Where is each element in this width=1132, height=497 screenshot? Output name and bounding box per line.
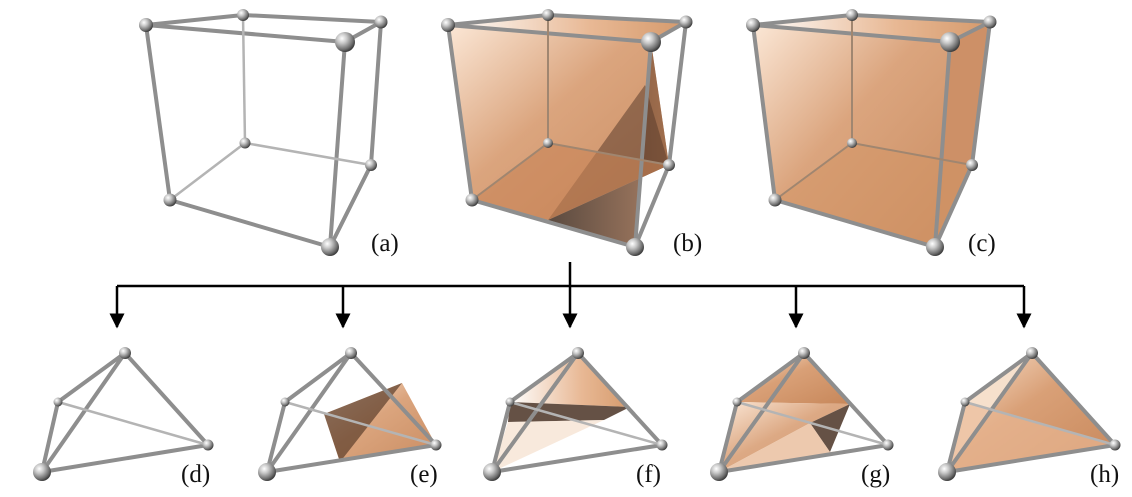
panel-label-b: (b) (673, 230, 703, 257)
panel-c-cube-filled (746, 9, 997, 256)
panel-f-tetra-quad (483, 347, 668, 481)
panel-b-cube-partial (441, 9, 693, 256)
decomposition-arrows (109, 262, 1032, 329)
panel-label-g: (g) (861, 461, 891, 488)
panel-a-cube-wireframe (139, 9, 388, 256)
panel-label-c: (c) (968, 230, 996, 257)
panel-g-tetra-two-faces (710, 347, 894, 481)
panel-label-a: (a) (371, 230, 399, 257)
panel-label-f: (f) (636, 461, 661, 488)
panel-e-tetra-triangle (258, 347, 442, 481)
panel-d-tetra-wireframe (33, 347, 214, 481)
panel-h-tetra-filled (938, 347, 1121, 481)
panel-label-d: (d) (181, 461, 211, 488)
panel-label-h: (h) (1090, 461, 1120, 488)
panel-label-e: (e) (410, 461, 438, 488)
